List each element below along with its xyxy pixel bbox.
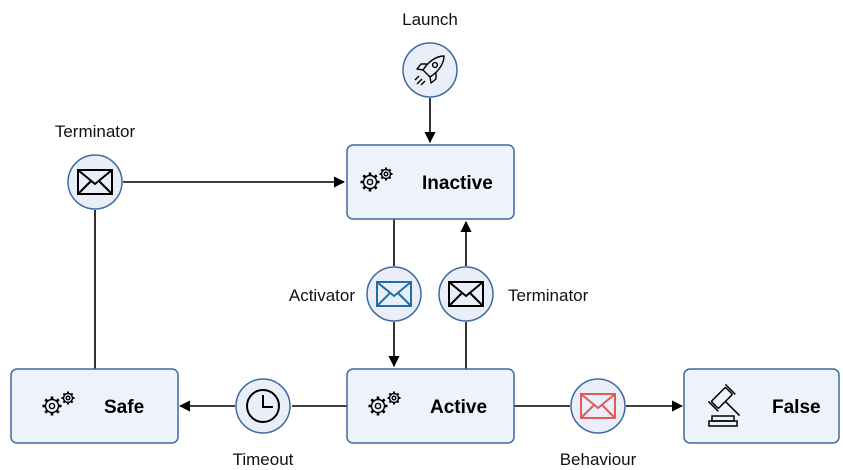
node-active[interactable]: Active: [346, 368, 515, 444]
clock-icon: [246, 389, 280, 423]
event-label-activator: Activator: [289, 286, 355, 305]
node-false[interactable]: False: [683, 368, 840, 444]
event-activator[interactable]: Activator: [289, 266, 422, 322]
envelope-icon: [448, 281, 484, 307]
event-label-terminator-mid: Terminator: [508, 286, 589, 305]
event-behaviour[interactable]: Behaviour: [560, 378, 637, 469]
node-label-safe: Safe: [104, 397, 144, 418]
event-launch[interactable]: Launch: [402, 10, 458, 98]
envelope-icon: [77, 169, 113, 195]
envelope-icon: [376, 281, 412, 307]
node-label-active: Active: [430, 397, 487, 418]
connectors: [94, 98, 684, 412]
node-label-false: False: [772, 397, 821, 418]
event-label-launch: Launch: [402, 10, 458, 29]
event-terminator-mid[interactable]: Terminator: [438, 266, 589, 322]
event-label-timeout: Timeout: [233, 450, 294, 469]
envelope-icon: [580, 393, 616, 419]
node-safe[interactable]: Safe: [10, 368, 179, 444]
node-inactive[interactable]: Inactive: [346, 144, 515, 220]
event-label-terminator-top: Terminator: [55, 122, 136, 141]
event-label-behaviour: Behaviour: [560, 450, 637, 469]
node-label-inactive: Inactive: [422, 173, 493, 194]
rocket-icon: [414, 55, 445, 86]
gavel-icon: [707, 383, 741, 427]
event-timeout[interactable]: Timeout: [233, 378, 294, 469]
event-terminator-top[interactable]: Terminator: [55, 122, 136, 210]
